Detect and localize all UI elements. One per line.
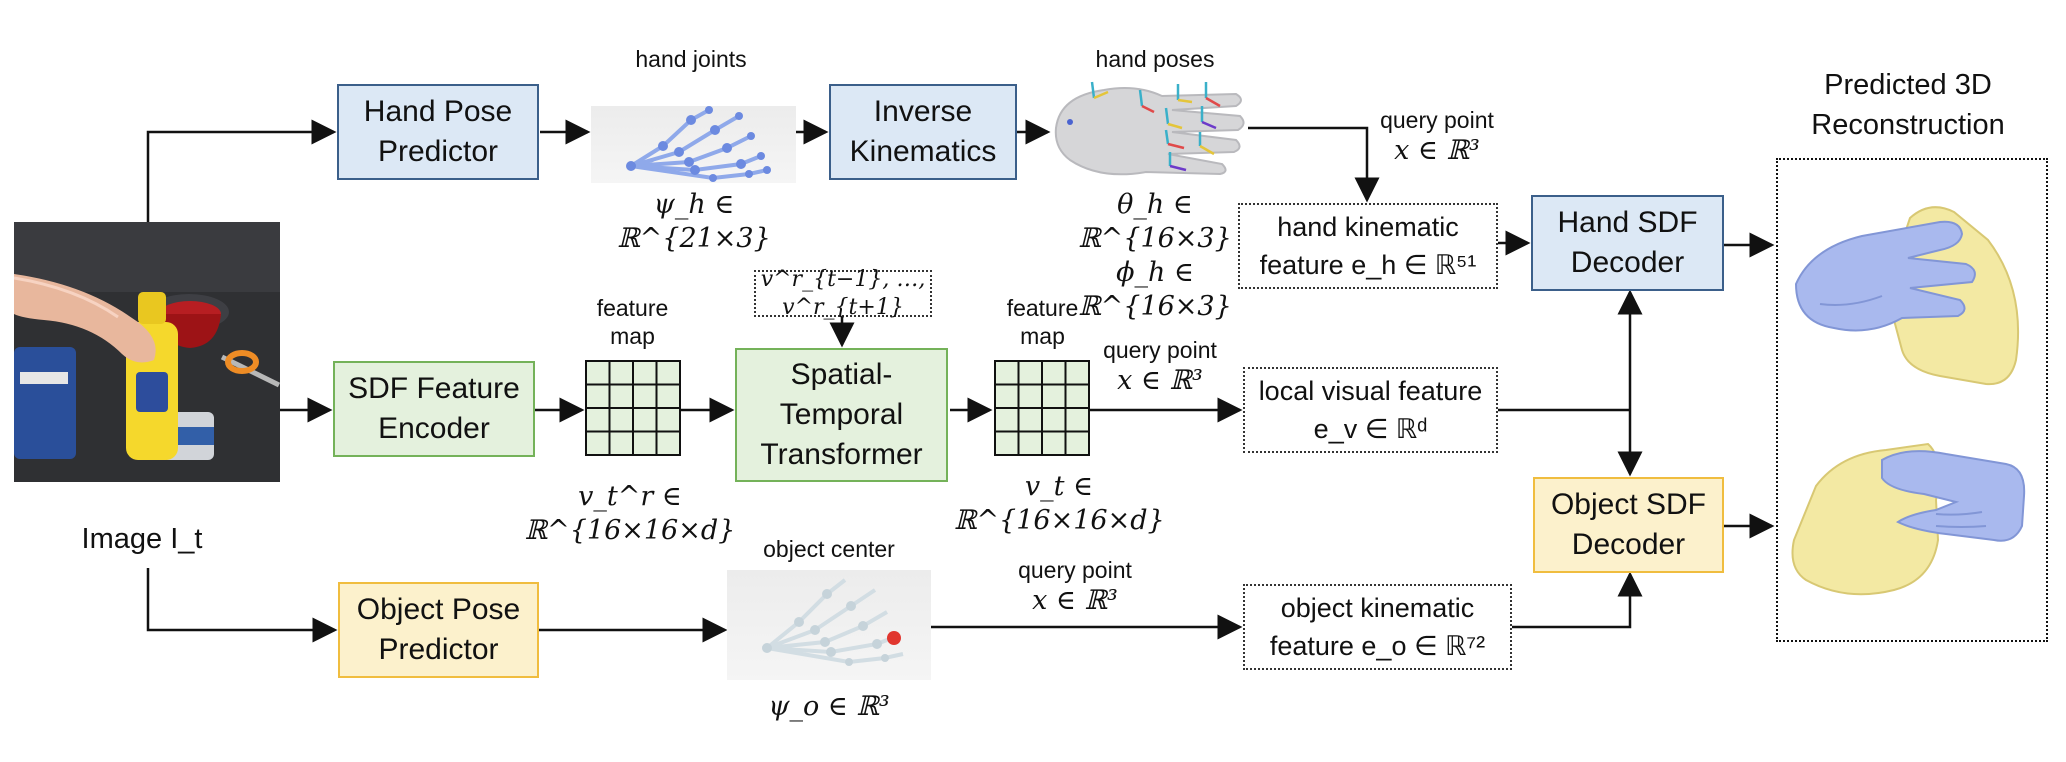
query-x-bottom: x ∈ ℝ³ xyxy=(1032,585,1118,616)
image-label: Image I_t xyxy=(81,523,203,555)
query-point-label-top: query point xyxy=(1380,107,1494,133)
psi-h-math: ψ_h ∈ ℝ^{21×3} xyxy=(617,189,771,254)
prediction-mesh-top xyxy=(1790,200,2040,390)
predicted-reconstruction-title: Predicted 3D Reconstruction xyxy=(1811,69,2005,141)
feature-map-label-2: feature map xyxy=(1006,295,1079,349)
v-t-r-math: v_t^r ∈ ℝ^{16×16×d} xyxy=(524,481,736,546)
inverse-kinematics-box: Inverse Kinematics xyxy=(829,84,1017,180)
feature-map-grid-2-cells xyxy=(994,360,1090,456)
feature-map-grid-1 xyxy=(585,360,681,456)
hand-joints-label: hand joints xyxy=(635,46,747,72)
object-kinematic-feature-box: object kinematic feature e_o ∈ ℝ⁷² xyxy=(1243,584,1512,670)
hand-poses-label: hand poses xyxy=(1095,46,1215,72)
spatial-temporal-transformer-box: Spatial- Temporal Transformer xyxy=(735,348,948,482)
hand-pose-mesh xyxy=(1054,81,1245,176)
feature-map-label-1: feature map xyxy=(596,295,669,349)
local-visual-feature-box: local visual feature e_v ∈ ℝᵈ xyxy=(1243,367,1498,453)
prediction-mesh-top-shapes xyxy=(1794,206,2019,386)
input-image xyxy=(14,222,280,482)
feature-map-grid-2 xyxy=(994,360,1090,456)
hand-joints-image xyxy=(591,106,796,183)
query-x-mid: x ∈ ℝ³ xyxy=(1117,365,1203,396)
object-sdf-decoder-box: Object SDF Decoder xyxy=(1533,477,1724,573)
query-point-label-mid: query point xyxy=(1103,337,1217,363)
hand-joints-skeleton xyxy=(626,106,771,182)
temporal-input-text: v^r_{t−1}, …, v^r_{t+1} xyxy=(760,266,926,320)
hand-pose-predictor-box: Hand Pose Predictor xyxy=(337,84,539,180)
object-center-image xyxy=(727,570,931,680)
temporal-input-box: v^r_{t−1}, …, v^r_{t+1} xyxy=(754,267,932,320)
v-t-math: v_t ∈ ℝ^{16×16×d} xyxy=(954,471,1165,536)
theta-phi-math: θ_h ∈ ℝ^{16×3} ϕ_h ∈ ℝ^{16×3} xyxy=(1078,189,1232,322)
psi-o-math: ψ_o ∈ ℝ³ xyxy=(768,691,890,722)
sdf-feature-encoder-box: SDF Feature Encoder xyxy=(333,361,535,457)
feature-map-grid-1-cells xyxy=(585,360,681,456)
hand-kinematic-feature-box: hand kinematic feature e_h ∈ ℝ⁵¹ xyxy=(1238,203,1498,289)
hand-poses-image xyxy=(1050,76,1250,182)
object-pose-predictor-box: Object Pose Predictor xyxy=(338,582,539,678)
prediction-mesh-bottom xyxy=(1786,430,2036,620)
prediction-frame xyxy=(1776,158,2048,642)
query-x-top: x ∈ ℝ³ xyxy=(1394,135,1480,166)
query-point-label-bottom: query point xyxy=(1018,557,1132,583)
prediction-mesh-bottom-shapes xyxy=(1791,442,2026,596)
hand-sdf-decoder-box: Hand SDF Decoder xyxy=(1531,195,1724,291)
input-image-scene xyxy=(14,222,280,482)
object-center-label: object center xyxy=(763,536,895,562)
object-center-skeleton xyxy=(762,578,904,666)
